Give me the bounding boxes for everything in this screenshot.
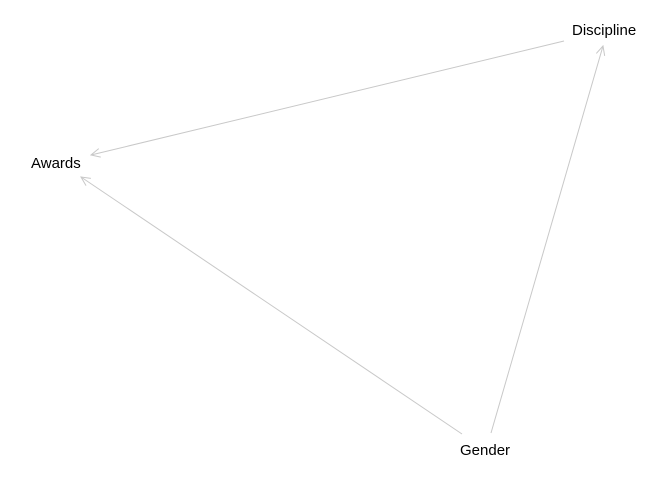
edge-gender-to-awards	[80, 176, 463, 435]
nodes-layer: Discipline Awards Gender	[31, 22, 636, 459]
edges-layer	[80, 40, 606, 435]
node-discipline-label: Discipline	[572, 22, 636, 39]
edge-gender-to-discipline	[490, 45, 604, 434]
arrowhead-discipline-to-awards	[89, 148, 101, 158]
node-gender-label: Gender	[460, 442, 510, 459]
node-awards-label: Awards	[31, 155, 81, 172]
edge-discipline-to-awards	[90, 40, 565, 156]
arrowhead-gender-to-discipline	[595, 44, 606, 56]
arrowhead-gender-to-awards	[80, 176, 91, 186]
